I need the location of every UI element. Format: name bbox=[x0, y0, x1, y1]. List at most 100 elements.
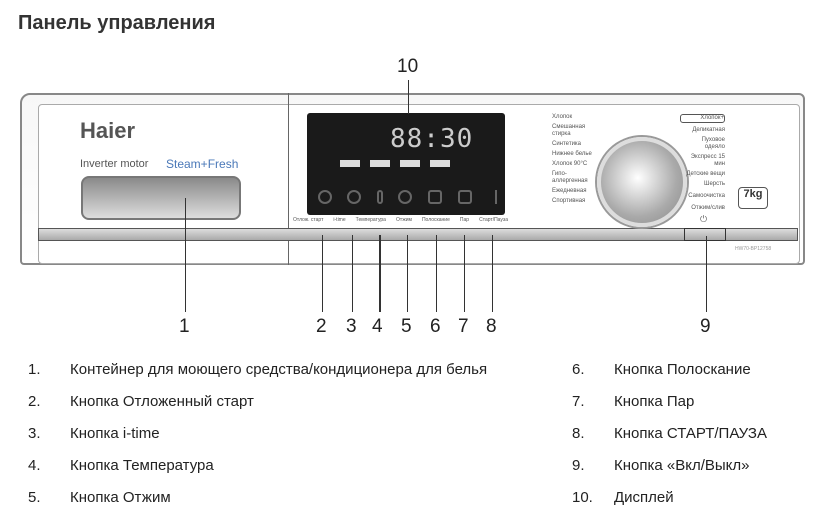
play-pause-icon[interactable] bbox=[487, 190, 498, 204]
page-title: Панель управления bbox=[18, 12, 216, 34]
legend-item: 3. Кнопка i-time bbox=[28, 425, 160, 442]
mode-indicator bbox=[340, 160, 360, 167]
legend-number: 6. bbox=[572, 361, 585, 378]
legend-item: 9. Кнопка «Вкл/Выкл» bbox=[572, 457, 750, 474]
callout-line bbox=[492, 235, 493, 312]
button-label: Старт/Пауза bbox=[479, 217, 508, 223]
program-label: Деликатная bbox=[692, 127, 725, 133]
callout-4: 4 bbox=[372, 316, 383, 337]
inverter-label: Inverter motor bbox=[80, 158, 149, 170]
power-icon[interactable] bbox=[317, 190, 332, 204]
legend-item: 1. Контейнер для моющего средства/кондици… bbox=[28, 361, 487, 378]
program-label: Хлопок 90°C bbox=[552, 161, 588, 167]
callout-line bbox=[706, 236, 707, 312]
legend-number: 3. bbox=[28, 425, 41, 442]
button-label: Пар bbox=[459, 217, 470, 223]
legend-item: 10. Дисплей bbox=[572, 489, 674, 506]
display-time: 88:30 bbox=[390, 124, 474, 154]
callout-5: 5 bbox=[401, 316, 412, 337]
legend-item: 4. Кнопка Температура bbox=[28, 457, 214, 474]
legend-text: Кнопка Температура bbox=[70, 457, 214, 474]
program-label: Самоочистка bbox=[688, 193, 725, 199]
legend-text: Кнопка Полоскание bbox=[614, 361, 751, 378]
button-label: Полоскание bbox=[421, 217, 450, 223]
program-label: Шерсть bbox=[703, 181, 725, 187]
program-label: Детские вещи bbox=[686, 171, 725, 177]
legend-text: Кнопка i-time bbox=[70, 425, 160, 442]
program-label: Отжим/слив bbox=[691, 205, 725, 211]
panel-strip bbox=[38, 228, 798, 241]
callout-line bbox=[464, 235, 465, 312]
program-label: Спортивная bbox=[552, 198, 586, 204]
clock-icon[interactable] bbox=[347, 190, 362, 204]
callout-line bbox=[185, 198, 186, 312]
callout-line bbox=[322, 235, 323, 312]
legend-item: 2. Кнопка Отложенный старт bbox=[28, 393, 254, 410]
program-label: Экспресс 15 мин bbox=[690, 154, 725, 167]
program-dial[interactable] bbox=[597, 137, 687, 227]
button-label: Температура bbox=[355, 217, 386, 223]
button-label: i-time bbox=[333, 217, 346, 223]
legend-text: Кнопка Пар bbox=[614, 393, 695, 410]
program-label: Ежедневная bbox=[552, 188, 587, 194]
program-label: Нижнее белье bbox=[552, 151, 592, 157]
callout-6: 6 bbox=[430, 316, 441, 337]
legend-text: Кнопка «Вкл/Выкл» bbox=[614, 457, 750, 474]
legend-text: Кнопка Отжим bbox=[70, 489, 171, 506]
program-label: Гипо-аллергенная bbox=[552, 171, 588, 184]
legend-number: 8. bbox=[572, 425, 585, 442]
legend-text: Дисплей bbox=[614, 489, 674, 506]
callout-line bbox=[352, 235, 353, 312]
callout-10: 10 bbox=[397, 56, 419, 77]
mode-indicator bbox=[430, 160, 450, 167]
callout-line bbox=[379, 235, 381, 312]
legend-number: 1. bbox=[28, 361, 41, 378]
callout-7: 7 bbox=[458, 316, 469, 337]
callout-9: 9 bbox=[700, 316, 711, 337]
legend-number: 7. bbox=[572, 393, 585, 410]
button-label: Отжим bbox=[396, 217, 412, 223]
programs-right: Хлопок+ Деликатная Пуховое одеяло Экспре… bbox=[680, 114, 725, 212]
brand-logo: Haier bbox=[80, 118, 136, 143]
callout-line bbox=[436, 235, 437, 312]
program-label: Пуховое одеяло bbox=[701, 137, 725, 150]
steam-shirt-icon[interactable] bbox=[457, 190, 472, 204]
program-label: Смешанная стирка bbox=[552, 124, 586, 137]
callout-line bbox=[407, 235, 408, 312]
legend-text: Кнопка СТАРТ/ПАУЗА bbox=[614, 425, 767, 442]
program-label: Синтетика bbox=[552, 141, 582, 147]
shirt-icon[interactable] bbox=[428, 190, 443, 204]
detergent-drawer[interactable] bbox=[81, 176, 241, 220]
power-button[interactable] bbox=[684, 228, 726, 241]
callout-3: 3 bbox=[346, 316, 357, 337]
legend-item: 7. Кнопка Пар bbox=[572, 393, 694, 410]
legend-text: Контейнер для моющего средства/кондицион… bbox=[70, 361, 488, 378]
button-labels: Отлож. старт i-time Температура Отжим По… bbox=[293, 217, 508, 223]
program-label: Хлопок bbox=[552, 114, 573, 120]
legend-item: 6. Кнопка Полоскание bbox=[572, 361, 751, 378]
legend-number: 10. bbox=[572, 489, 593, 506]
callout-line bbox=[408, 80, 409, 114]
callout-2: 2 bbox=[316, 316, 327, 337]
mode-indicator bbox=[400, 160, 420, 167]
legend-text: Кнопка Отложенный старт bbox=[70, 393, 254, 410]
mode-indicator bbox=[370, 160, 390, 167]
callout-1: 1 bbox=[179, 316, 190, 337]
legend-item: 5. Кнопка Отжим bbox=[28, 489, 171, 506]
callout-8: 8 bbox=[486, 316, 497, 337]
display-mode-indicators bbox=[340, 160, 450, 167]
legend-number: 9. bbox=[572, 457, 585, 474]
legend-number: 2. bbox=[28, 393, 41, 410]
touch-button-row bbox=[310, 190, 505, 204]
program-label: Хлопок+ bbox=[680, 114, 725, 123]
capacity-badge: 7kg bbox=[738, 187, 768, 209]
legend-number: 4. bbox=[28, 457, 41, 474]
spin-icon[interactable] bbox=[398, 190, 413, 204]
legend-number: 5. bbox=[28, 489, 41, 506]
model-number: HW70-BP12758 bbox=[735, 246, 772, 252]
steam-fresh-label: Steam+Fresh bbox=[166, 157, 239, 171]
thermometer-icon[interactable] bbox=[376, 190, 383, 204]
legend-item: 8. Кнопка СТАРТ/ПАУЗА bbox=[572, 425, 767, 442]
power-symbol-icon: ⏻ bbox=[700, 214, 708, 224]
panel-divider bbox=[288, 93, 289, 265]
